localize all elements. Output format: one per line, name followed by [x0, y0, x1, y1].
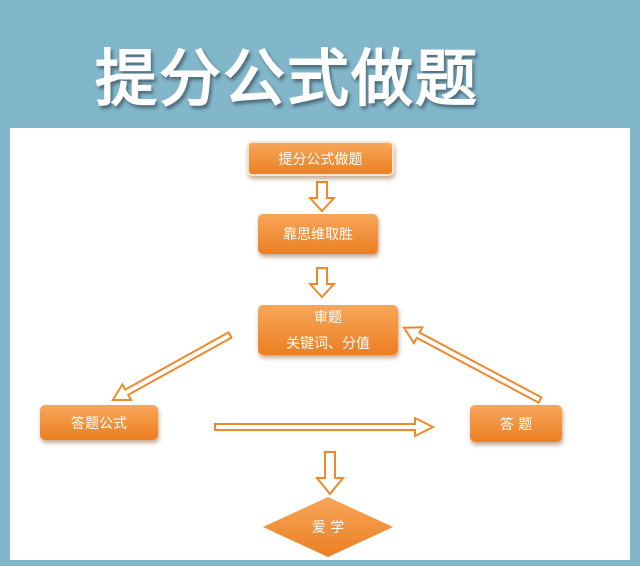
slide-title: 提分公式做题 [95, 42, 480, 115]
node-start-label: 提分公式做题 [278, 151, 363, 168]
node-review-detail: 关键词、分值 [286, 336, 370, 352]
node-answer: 答 题 [470, 405, 562, 442]
node-review-title: 审题 [314, 310, 342, 326]
down-arrow-2 [307, 267, 337, 299]
down-arrow-1 [307, 181, 337, 213]
node-formula-label: 答题公式 [71, 415, 127, 432]
down-arrow-3 [314, 451, 346, 496]
node-start: 提分公式做题 [247, 141, 394, 176]
node-review: 审题 关键词、分值 [258, 305, 398, 355]
right-arrow [214, 416, 436, 438]
diamond-love [263, 497, 393, 557]
node-thinking-label: 靠思维取胜 [283, 227, 353, 243]
node-answer-label: 答 题 [499, 416, 533, 433]
diagonal-arrow-left [111, 331, 233, 402]
diagonal-arrow-right [402, 326, 543, 405]
node-love-label: 爱 学 [311, 520, 345, 536]
node-formula: 答题公式 [40, 405, 158, 440]
node-thinking: 靠思维取胜 [258, 214, 378, 254]
